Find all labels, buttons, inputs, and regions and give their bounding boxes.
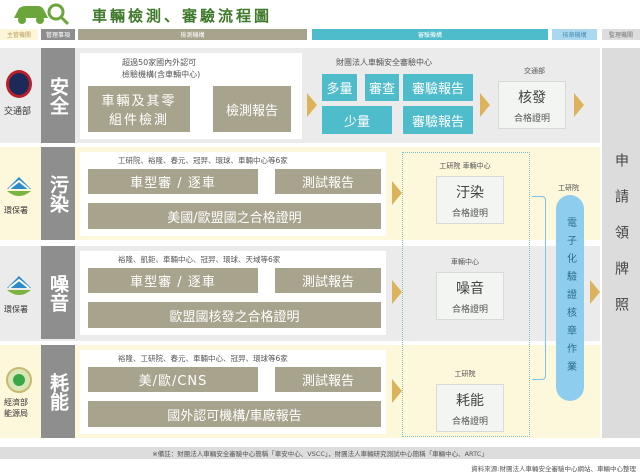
noise-alt-cert: 歐盟國核發之合格證明 [88, 302, 381, 328]
energy-cert-box: 耗能 合格證明 [436, 384, 504, 432]
safety-cert: 合格證明 [513, 113, 550, 124]
header-approval: 審驗機構 [312, 29, 548, 40]
energy-authority: 經濟部 能源局 [4, 398, 28, 418]
noise-item: 噪音 [41, 246, 75, 339]
header-testing: 檢測機構 [78, 29, 307, 40]
approval-dotted-box [402, 152, 530, 437]
safety-few: 少量 [322, 106, 392, 134]
stamp-label: 電子化驗證核章作業 [564, 217, 576, 379]
pollution-report: 測試報告 [275, 169, 381, 194]
safety-approval-report-2: 審驗報告 [403, 106, 473, 134]
motc-logo [6, 70, 32, 98]
pollution-cert: 合格證明 [451, 208, 488, 219]
header-stamp: 核章機構 [552, 29, 597, 40]
epa-logo [5, 175, 33, 199]
safety-many: 多量 [322, 74, 357, 101]
energy-issuer: 工研院 [454, 370, 476, 378]
note-text: ※備註：財團法人車輛安全審驗中心簡稱「車安中心、VSCC」，財團法人車輛研究測試… [152, 450, 488, 458]
safety-item: 安全 [41, 48, 75, 143]
stamp-pill: 電子化驗證核章作業 [556, 195, 584, 401]
energy-cert: 合格證明 [451, 416, 488, 427]
noise-cert-title: 噪音 [456, 280, 484, 297]
energy-report: 測試報告 [275, 367, 381, 392]
noise-test: 車型審 / 逐車 [88, 268, 258, 293]
arrow-icon [307, 93, 317, 117]
noise-issuer: 車輛中心 [451, 258, 479, 266]
safety-authority: 交通部 [4, 107, 32, 117]
arrow-icon [392, 379, 402, 403]
safety-issue: 核發 [518, 89, 546, 106]
car-search-icon [12, 2, 72, 26]
noise-cert: 合格證明 [451, 304, 488, 315]
supervision-column: 申請領牌照 [602, 48, 640, 438]
connector-line [532, 196, 546, 380]
noise-authority: 環保署 [4, 305, 28, 314]
pollution-cert-title: 汙染 [456, 184, 484, 201]
pollution-test: 車型審 / 逐車 [88, 169, 258, 194]
safety-labs: 超過50家國內外認可 檢驗機構(含車輛中心) [122, 58, 201, 79]
energy-bureau-logo [6, 367, 32, 393]
arrow-icon [392, 181, 402, 205]
safety-test: 車輛及其零 組件檢測 [88, 86, 190, 132]
note-bar: ※備註：財團法人車輛安全審驗中心簡稱「車安中心、VSCC」，財團法人車輛研究測試… [0, 447, 640, 459]
header-supervision: 監理機關 [602, 29, 640, 40]
safety-center: 財團法人車輛安全審驗中心 [336, 58, 432, 67]
safety-issuer: 交通部 [524, 67, 545, 75]
arrow-icon [590, 280, 600, 304]
energy-item: 耗能 [41, 345, 75, 438]
energy-cert-title: 耗能 [456, 392, 484, 409]
pollution-issuer: 工研院 車輛中心 [439, 162, 491, 170]
safety-approval-report: 審驗報告 [403, 74, 473, 101]
safety-review: 審查 [365, 74, 399, 101]
header-authority: 主管機關 [0, 29, 38, 40]
safety-report: 檢測報告 [213, 86, 291, 132]
source-text: 資料來源:財團法人車輛安全審驗中心網站、車輛中心整理 [471, 465, 636, 473]
pollution-authority: 環保署 [4, 206, 28, 215]
noise-report: 測試報告 [275, 268, 381, 293]
arrow-icon [392, 280, 402, 304]
pollution-item: 污染 [41, 147, 75, 240]
energy-labs: 裕隆、工研院、春元、車輛中心、冠羿、環球等6家 [118, 354, 288, 363]
epa-logo [5, 274, 33, 298]
page-title: 車輛檢測、審驗流程圖 [92, 7, 273, 25]
apply-license-label: 申請領牌照 [613, 153, 629, 333]
arrow-icon [574, 93, 584, 117]
pollution-labs: 工研院、裕隆、春元、冠羿、環球、車輛中心等6家 [118, 156, 288, 165]
header-item: 管理事項 [41, 29, 75, 40]
arrow-icon [480, 93, 490, 117]
safety-cert-box: 核發 合格證明 [498, 81, 566, 129]
pollution-alt-cert: 美國/歐盟國之合格證明 [88, 203, 381, 229]
noise-labs: 裕隆、凱鉅、車輛中心、冠羿、環球、天域等6家 [118, 255, 281, 264]
stamp-org: 工研院 [558, 184, 579, 192]
energy-test: 美/歐/CNS [88, 367, 258, 392]
energy-alt-cert: 國外認可機構/車廠報告 [88, 401, 381, 427]
noise-cert-box: 噪音 合格證明 [436, 272, 504, 320]
pollution-cert-box: 汙染 合格證明 [436, 176, 504, 224]
